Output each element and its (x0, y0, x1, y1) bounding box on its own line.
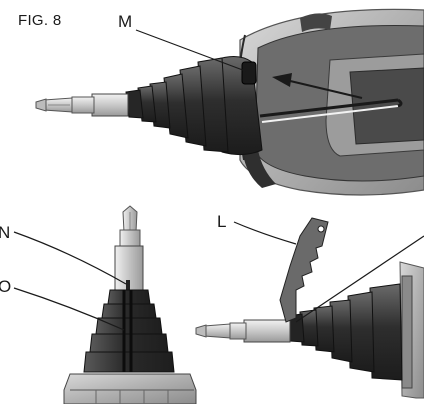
callout-n: N (0, 223, 11, 242)
leader-line-o (13, 287, 125, 331)
top-bit (35, 93, 129, 117)
spindle-lock-button (241, 61, 257, 85)
callout-l: L (217, 212, 227, 231)
collet-wrench-l (279, 217, 329, 323)
leader-line-l (233, 221, 297, 245)
tool-housing (237, 8, 424, 196)
top-chuck (125, 57, 229, 153)
figure-label: FIG. 8 (18, 12, 62, 29)
top-tool-view (35, 8, 424, 196)
insert-arrow (259, 73, 403, 123)
callout-o: O (0, 277, 12, 296)
leader-line-n (13, 231, 127, 285)
bottom-left-vertical-view (13, 205, 197, 404)
leader-line-right (295, 235, 424, 323)
bottom-right-view (195, 217, 424, 399)
leader-line-m (135, 29, 249, 73)
callout-m: M (118, 12, 133, 31)
